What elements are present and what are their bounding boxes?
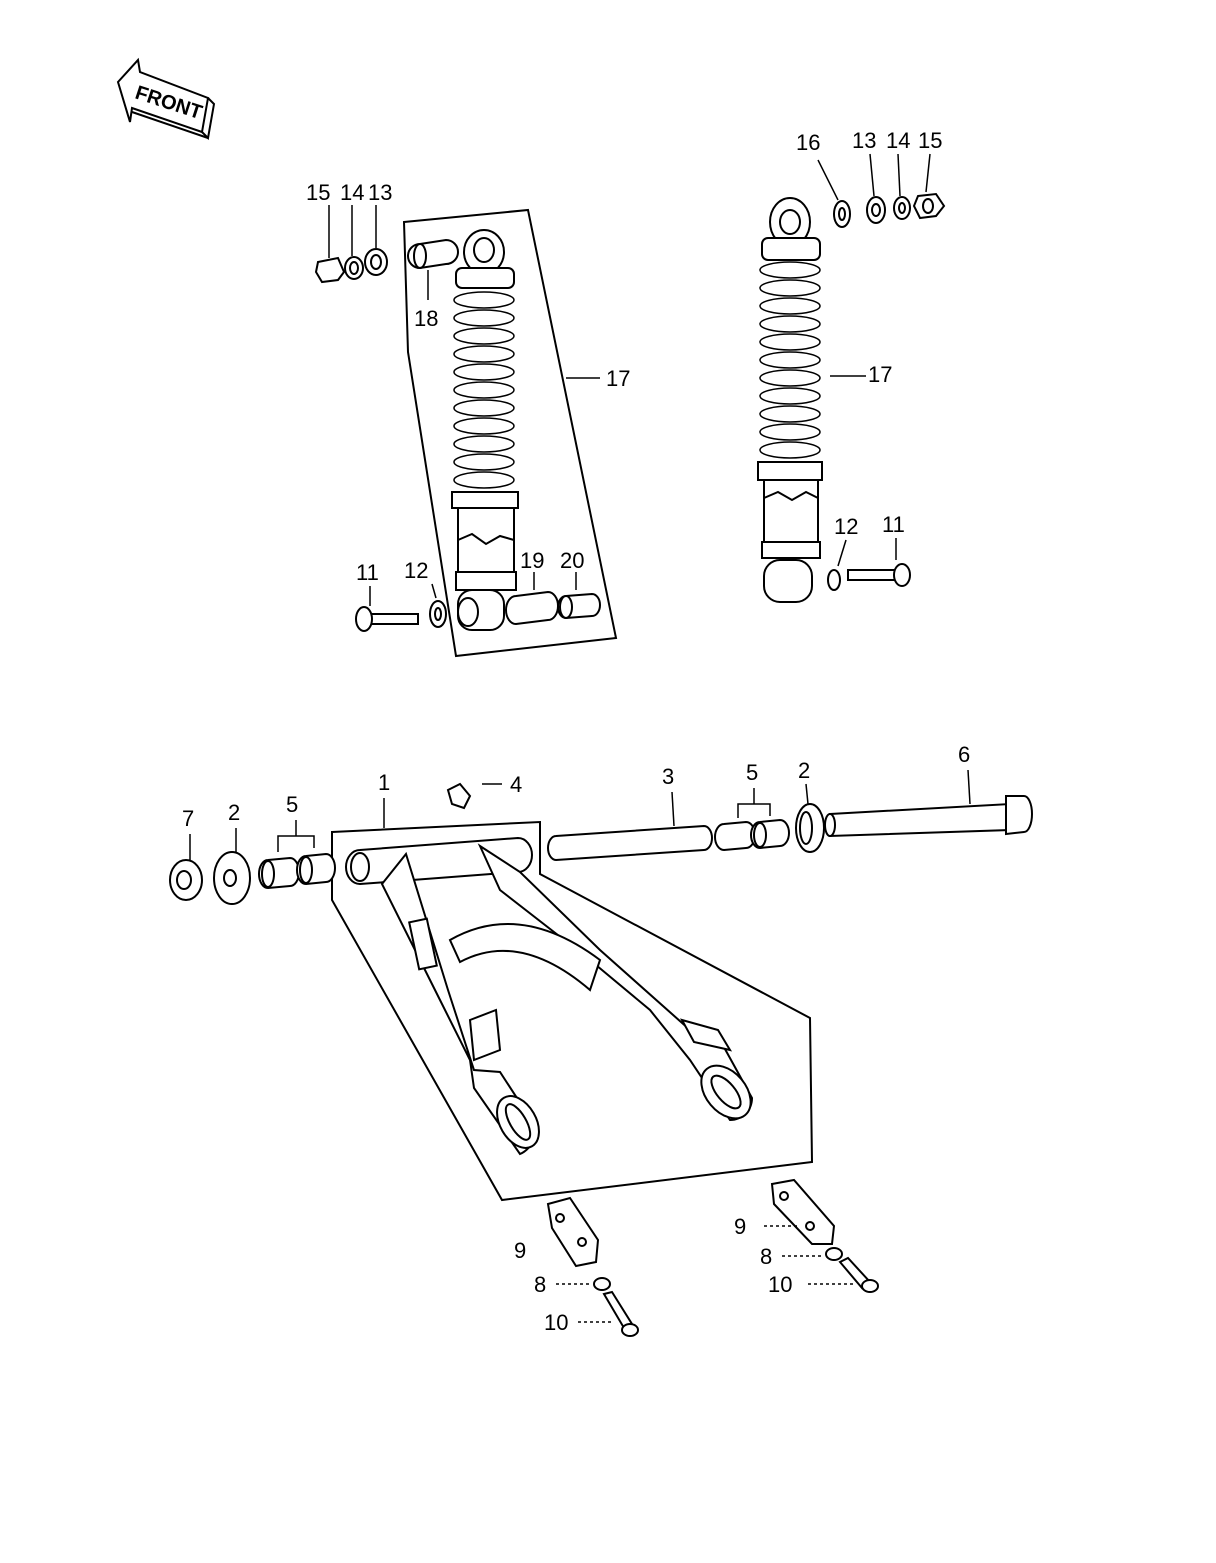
label-11-left: 11	[356, 560, 379, 585]
label-7: 7	[182, 806, 194, 831]
label-14-right: 14	[886, 128, 910, 153]
label-15-right: 15	[918, 128, 942, 153]
label-8-right: 8	[760, 1244, 772, 1269]
label-18: 18	[414, 306, 438, 331]
label-6: 6	[958, 742, 970, 767]
label-2-right: 2	[798, 758, 810, 783]
label-4: 4	[510, 772, 522, 797]
label-17-right: 17	[868, 362, 892, 387]
label-13-right: 13	[852, 128, 876, 153]
label-9-right: 9	[734, 1214, 746, 1239]
label-12-left: 12	[404, 558, 428, 583]
label-9-left: 9	[514, 1238, 526, 1263]
label-10-left: 10	[544, 1310, 568, 1335]
label-8-left: 8	[534, 1272, 546, 1297]
left-shock-outline	[402, 208, 618, 658]
swingarm	[345, 836, 754, 1156]
part-18-collar	[407, 238, 459, 300]
label-5-right: 5	[746, 760, 758, 785]
label-14-left: 14	[340, 180, 364, 205]
label-5-left: 5	[286, 792, 298, 817]
callout-labels: 15 14 13 18 17 11 12 19 20 16 13 14 15 1…	[182, 128, 970, 1335]
label-16: 16	[796, 130, 820, 155]
label-11-right: 11	[882, 512, 905, 537]
right-chain-adjuster	[764, 1178, 879, 1293]
right-pivot-parts	[547, 769, 1033, 862]
label-12-right: 12	[834, 514, 858, 539]
label-2-left: 2	[228, 800, 240, 825]
label-1: 1	[378, 770, 390, 795]
left-pivot-parts	[169, 820, 336, 905]
left-bottom-fasteners	[355, 572, 601, 632]
right-top-fasteners	[817, 153, 946, 228]
label-17-left: 17	[606, 366, 630, 391]
left-chain-adjuster	[546, 1196, 639, 1337]
right-bottom-fasteners	[827, 538, 911, 591]
left-top-fasteners	[314, 205, 388, 284]
label-13-left: 13	[368, 180, 392, 205]
front-arrow-icon: FRONT	[116, 57, 216, 141]
left-shock-absorber	[451, 229, 519, 631]
label-3: 3	[662, 764, 674, 789]
label-15-left: 15	[306, 180, 330, 205]
right-shock-absorber	[757, 197, 866, 603]
label-10-right: 10	[768, 1272, 792, 1297]
swingarm-outline	[331, 820, 814, 1202]
part-4-grease-nipple	[446, 782, 502, 810]
label-20: 20	[560, 548, 584, 573]
label-19: 19	[520, 548, 544, 573]
